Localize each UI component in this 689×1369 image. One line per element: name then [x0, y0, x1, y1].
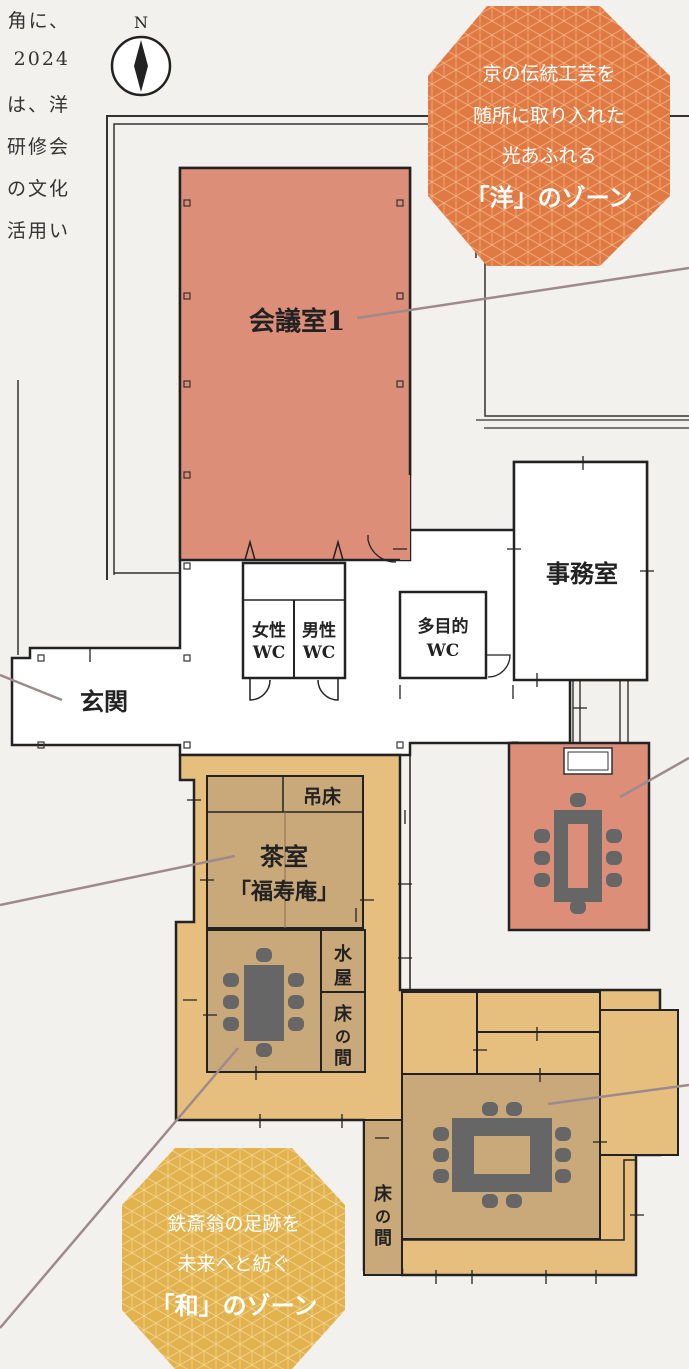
tokonoma-1-label-3: 間	[334, 1048, 352, 1069]
tokonoma-2-label-3: 間	[374, 1228, 392, 1249]
men-wc-label-2: WC	[302, 643, 336, 663]
men-wc-label-1: 男性	[302, 620, 336, 641]
japanese-zone-line-1: 鉄斎翁の足跡を	[167, 1213, 300, 1235]
japanese-zone-line-2: 未来へと紡ぐ	[177, 1253, 290, 1275]
western-zone-line-1: 京の伝統工芸を	[482, 63, 615, 85]
intro-line-6: 活用い	[6, 220, 70, 242]
water-room-label-2: 屋	[334, 968, 352, 989]
western-zone-line-3: 光あふれる	[501, 145, 596, 167]
western-zone-badge	[428, 6, 670, 266]
conference-room	[178, 166, 412, 562]
japanese-zone-badge	[122, 1148, 345, 1369]
intro-line-3: は、洋	[6, 94, 70, 116]
intro-line-5: の文化	[6, 178, 70, 200]
western-zone-title: 「洋」のゾーン	[466, 183, 633, 212]
office-label: 事務室	[546, 559, 618, 588]
tokonoma-1-label-1: 床	[334, 1003, 353, 1025]
multipurpose-label-1: 多目的	[418, 616, 469, 637]
water-room-label-1: 水	[334, 943, 353, 965]
compass-north-label: N	[134, 13, 148, 32]
tea-room-label-1: 茶室	[260, 842, 308, 871]
western-zone-line-2: 随所に取り入れた	[473, 105, 625, 127]
hanging-floor-label: 吊床	[303, 785, 341, 808]
intro-line-2: 2024	[13, 48, 70, 70]
tea-room-label-2: 「福寿庵」	[229, 879, 339, 905]
multipurpose-label-2: WC	[426, 641, 460, 661]
entrance-label: 玄関	[80, 687, 128, 716]
tokonoma-2-label-2: の	[375, 1207, 391, 1226]
women-wc-label-2: WC	[252, 643, 286, 663]
intro-line-1: 角に、	[7, 10, 70, 32]
japanese-zone-title: 「和」のゾーン	[151, 1291, 318, 1320]
tokonoma-1-label-2: の	[335, 1027, 351, 1046]
tokonoma-2-label-1: 床	[374, 1183, 393, 1205]
compass-icon: N	[110, 13, 172, 97]
intro-line-4: 研修会	[6, 136, 70, 158]
women-wc-label-1: 女性	[252, 620, 286, 641]
conference-room-label: 会議室1	[249, 306, 345, 337]
